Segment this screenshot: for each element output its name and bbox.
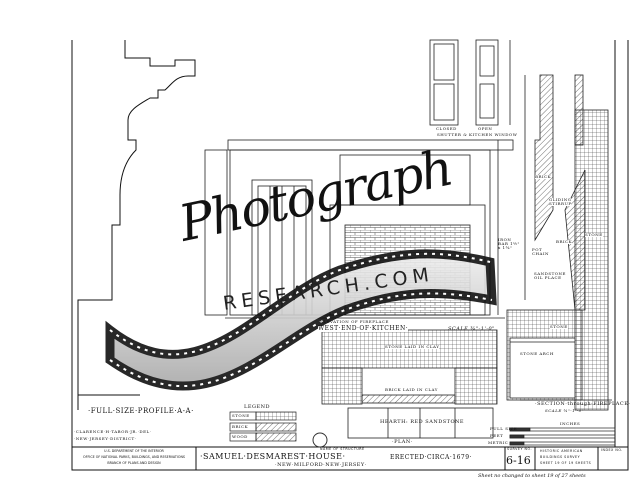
legend-title: LEGEND [244, 404, 270, 410]
survey-no: 6-16 [506, 454, 531, 467]
plan-stone-label: STONE LAID IN CLAY [385, 344, 440, 349]
survey-no-label: SURVEY NO. [507, 447, 532, 451]
graphic-scales [509, 427, 616, 446]
hearth-plan [321, 329, 498, 439]
shutter-window-drawing [429, 39, 511, 126]
profile-label: ·FULL·SIZE·PROFILE·A-A· [88, 407, 194, 415]
shutter-label: SHUTTER & KITCHEN WINDOW [437, 132, 518, 137]
structure-name-label: NAME OF STRUCTURE [320, 447, 365, 451]
section-stone2-label: STONE [550, 324, 568, 329]
legend-brick: BRICK [232, 424, 249, 429]
delineator-district: ·NEW·JERSEY·DISTRICT· [74, 436, 137, 441]
elevation-scale: SCALE ¾"-1'-0" [448, 326, 495, 332]
plan-brick-label: BRICK LAID IN CLAY [385, 387, 438, 392]
delineator-name: ·CLARENCE·H·TABOR·JR.·DEL· [74, 429, 152, 434]
structure-name: ·SAMUEL·DESMAREST·HOUSE· [200, 452, 346, 461]
habs-line-1: HISTORIC AMERICAN [540, 449, 583, 453]
section-iron-bar-label: IRON BAR 1½" x 1¾" [498, 237, 520, 250]
dept-line-3: BRANCH OF PLANS AND DESIGN [107, 461, 161, 465]
dept-line-2: OFFICE OF NATIONAL PARKS, BUILDINGS, AND… [82, 455, 185, 459]
scale-metric-label: METRIC [488, 440, 509, 445]
shutter-open-label: OPEN [478, 126, 493, 131]
sheet-border [71, 40, 629, 471]
elevation-caption: ELEVATION OF FIREPLACE [320, 319, 389, 324]
section-brick2-label: BRICK [556, 239, 573, 244]
plan-label: ·PLAN· [392, 439, 413, 445]
section-stirrup-label: GLIDING STIRRUP [549, 197, 572, 206]
shutter-closed-label: CLOSED [436, 126, 457, 131]
film-strip-watermark [105, 249, 497, 391]
dept-line-1: U.S. DEPARTMENT OF THE INTERIOR [104, 449, 164, 453]
section-scale: SCALE ¾"-1'-0" [545, 408, 584, 413]
legend-stone: STONE [232, 413, 250, 418]
structure-location: ·NEW·MILFORD·NEW·JERSEY· [275, 462, 367, 468]
section-brick-label: BRICK [535, 174, 552, 179]
plan-hearth-label: HEARTH: RED SANDSTONE [380, 419, 465, 425]
elevation-title: WEST·END·OF·KITCHEN· [318, 325, 409, 332]
habs-seal [312, 432, 328, 448]
habs-sheet: SHEET 19 OF 19 SHEETS [540, 461, 592, 465]
section-pot-chain-label: POT CHAIN [532, 247, 550, 256]
habs-line-2: BUILDINGS SURVEY [540, 455, 581, 459]
section-stone-label: STONE [585, 232, 603, 237]
scale-inches-label: INCHES [560, 421, 581, 426]
section-sandstone-label: SANDSTONE OIL PLACE [534, 271, 566, 280]
scale-feet-label: FEET [490, 433, 504, 438]
index-no-label: INDEX NO. [601, 448, 623, 452]
profile-moulding [77, 40, 196, 410]
legend-wood: WOOD [232, 434, 248, 439]
section-title: ·SECTION·through·FIREPLACE· [535, 401, 631, 407]
fireplace-section [506, 74, 612, 411]
section-arch-label: STONE ARCH [520, 351, 554, 356]
legend-swatches [229, 411, 297, 442]
scale-full-label: FULL SIZE [490, 426, 518, 431]
structure-erected: ERECTED·CIRCA·1679· [390, 454, 472, 461]
handwritten-note: Sheet no changed to sheet 19 of 27 sheet… [478, 473, 586, 479]
